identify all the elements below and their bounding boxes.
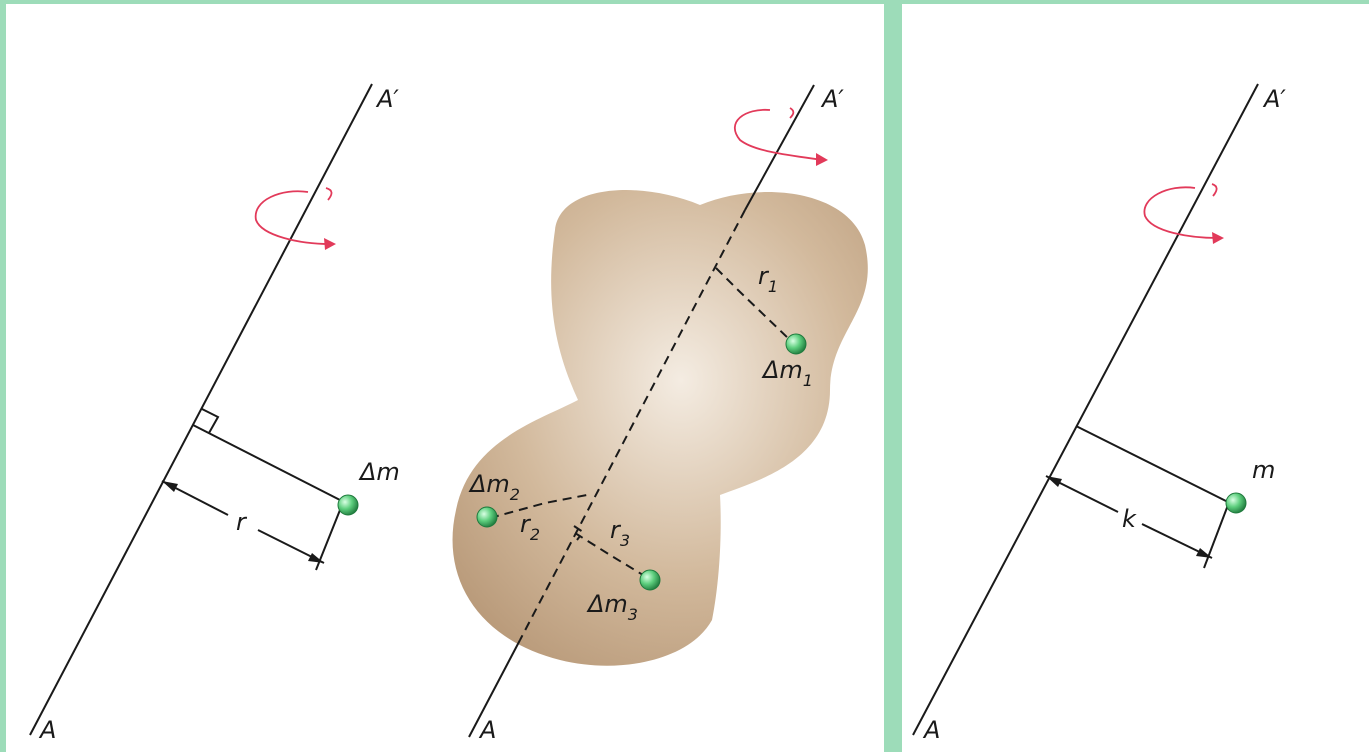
panel-rigid-body: A′ A Δm1 Δm2 Δm3 r1 r2 <box>452 84 868 744</box>
rotation-arrow-icon <box>733 107 828 166</box>
right-angle-mark-r3 <box>573 525 585 541</box>
axis-end-top-middle: A′ <box>820 85 844 113</box>
mass-label-dm3: Δm3 <box>586 590 638 624</box>
radius-label-left: r <box>236 508 248 536</box>
radius-label-right: k <box>1122 505 1137 533</box>
point-mass-m <box>1225 492 1247 514</box>
rotation-arrow-icon <box>1143 183 1224 244</box>
rotation-axis-right <box>912 83 1259 736</box>
rotation-axis-middle-top <box>744 84 815 211</box>
point-mass-dm2 <box>476 506 498 528</box>
axis-end-bottom-right: A <box>922 716 940 744</box>
radius-label-r3: r3 <box>610 516 630 550</box>
mass-label-dm2: Δm2 <box>468 470 520 504</box>
radius-label-r1: r1 <box>758 262 778 296</box>
radius-label-r2: r2 <box>520 510 540 544</box>
dimension-k <box>1045 475 1229 569</box>
mass-label-left: Δm <box>358 458 400 486</box>
point-mass-dm1 <box>785 333 807 355</box>
right-angle-mark-left <box>201 408 220 434</box>
mass-label-right: m <box>1252 456 1275 484</box>
axis-end-top-right: A′ <box>1262 85 1286 113</box>
dimension-r <box>161 480 341 571</box>
axis-end-top-left: A′ <box>375 85 399 113</box>
mass-label-dm1: Δm1 <box>761 356 813 390</box>
rigid-body-shape <box>452 190 868 666</box>
point-mass-dm <box>337 494 359 516</box>
axis-end-bottom-middle: A <box>478 716 496 744</box>
panel-right-background <box>902 4 1369 752</box>
rotation-arrow-icon <box>254 187 336 250</box>
radius-line-r2 <box>489 493 593 519</box>
radius-line-right <box>1075 425 1229 503</box>
rotation-axis-middle-hidden <box>519 209 746 641</box>
rotation-axis-left <box>29 83 373 736</box>
radius-line-r1 <box>715 267 791 341</box>
rotation-axis-middle-bottom <box>468 639 521 738</box>
radius-line-left <box>192 424 341 501</box>
axis-end-bottom-left: A <box>38 716 56 744</box>
panel-radius-of-gyration: A′ A k m <box>902 4 1369 752</box>
point-mass-dm3 <box>639 569 661 591</box>
